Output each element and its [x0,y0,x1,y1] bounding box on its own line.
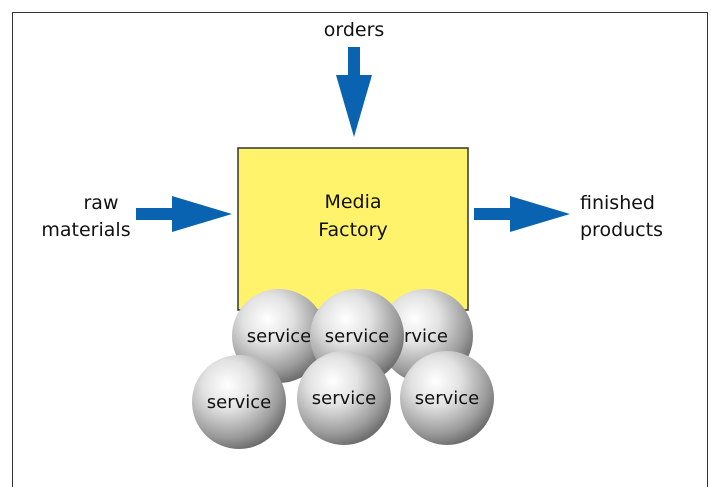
diagram-frame [12,12,708,487]
finished-products-label-line2: products [580,219,663,241]
factory-label-line1: Media [324,191,381,213]
service-label: service [247,326,311,347]
finished-products-label-line1: finished [580,192,655,214]
raw-materials-label-line1: raw [84,192,119,214]
finished-products-arrow [474,196,570,232]
service-label: service [312,388,376,409]
service-sphere-front-left: service [192,355,286,449]
service-sphere-front-center: service [297,351,391,445]
service-label: service [207,392,271,413]
raw-materials-label-line2: materials [41,219,130,241]
raw-materials-arrow [136,196,232,232]
service-label: service [325,326,389,347]
service-label: service [415,388,479,409]
orders-label: orders [324,19,385,41]
service-label: rvice [404,326,448,347]
factory-label-line2: Factory [318,219,387,241]
orders-arrow [336,47,372,137]
service-sphere-front-right: service [400,351,494,445]
